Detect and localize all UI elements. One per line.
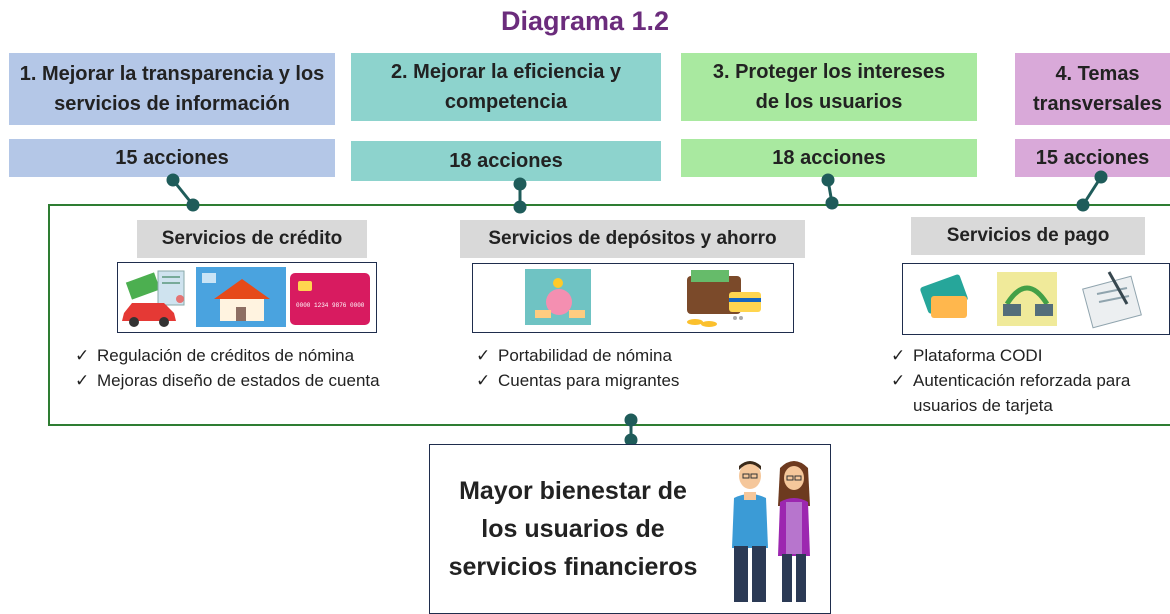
connector-dot [1076,198,1090,212]
pillar-1-count: 15 acciones [9,139,335,177]
deposit-illustrations [525,269,761,327]
outcome-text: Mayor bienestar de los usuarios de servi… [448,477,698,581]
connector-dot [825,196,839,210]
pillar-4-header: 4. Temas transversales [1015,53,1170,125]
list-item: ✓ Regulación de créditos de nómina [75,343,455,368]
piggy-bank-icon [525,269,591,325]
check-icon: ✓ [891,371,906,390]
list-item-text: Regulación de créditos de nómina [97,346,355,365]
service-deposits-list: ✓ Portabilidad de nómina ✓ Cuentas para mi… [476,343,796,393]
service-payment-images [902,263,1170,335]
connector-dot [186,198,200,212]
check-icon: ✓ [75,371,90,390]
connector-dot [624,413,638,427]
house-icon [196,267,286,327]
connector-dot [513,177,527,191]
list-item-text: Mejoras diseño de estados de cuenta [97,371,380,390]
list-item: ✓ Portabilidad de nómina [476,343,796,368]
woman-figure [778,461,810,602]
list-item-text: Cuentas para migrantes [498,371,680,390]
connector-dot [821,173,835,187]
service-payment-title: Servicios de pago [911,217,1145,255]
service-credit-title: Servicios de crédito [137,220,367,258]
list-item: ✓ Mejoras diseño de estados de cuenta [75,368,455,393]
service-credit-images: 0000 1234 9876 0000 [117,262,377,333]
list-item-text: Plataforma CODI [913,346,1043,365]
services-frame [48,204,1170,426]
pillar-2-header: 2. Mejorar la eficiencia y competencia [351,53,661,121]
pillar-2-count: 18 acciones [351,141,661,181]
check-icon: ✓ [75,346,90,365]
man-figure [732,461,768,602]
wallet-icon [687,270,761,327]
service-deposits-images [472,263,794,333]
card-number: 0000 1234 9876 0000 [296,302,365,309]
check-icon: ✓ [476,346,491,365]
connector-dot [166,173,180,187]
card-payment-icon [920,274,968,318]
document-pen-icon [1082,271,1142,329]
list-item-text: Portabilidad de nómina [498,346,672,365]
connector-dot [513,200,527,214]
list-item: ✓ Cuentas para migrantes [476,368,796,393]
pillar-3-count: 18 acciones [681,139,977,177]
pillar-3-header: 3. Proteger los intereses de los usuario… [681,53,977,121]
connector-dot [1094,170,1108,184]
check-icon: ✓ [891,346,906,365]
diagram-title: Diagrama 1.2 [500,6,670,36]
service-payment-list: ✓ Plataforma CODI ✓ Autenticación reforzad… [891,343,1161,418]
credit-card-icon: 0000 1234 9876 0000 [290,273,370,325]
check-icon: ✓ [476,371,491,390]
pillar-4-count: 15 acciones [1015,139,1170,177]
pillar-1-header: 1. Mejorar la transparencia y los servic… [9,53,335,125]
list-item: ✓ Plataforma CODI [891,343,1161,368]
list-item-text: Autenticación reforzada para usuarios de… [913,371,1131,415]
users-couple-icon [732,461,810,602]
car-money-icon [122,270,185,327]
service-credit-list: ✓ Regulación de créditos de nómina ✓ Mejor… [75,343,455,393]
transfer-icon [997,272,1057,326]
list-item: ✓ Autenticación reforzada para usuarios d… [891,368,1161,418]
service-deposits-title: Servicios de depósitos y ahorro [460,220,805,258]
payment-illustrations [920,271,1142,329]
credit-illustrations: 0000 1234 9876 0000 [122,267,370,327]
